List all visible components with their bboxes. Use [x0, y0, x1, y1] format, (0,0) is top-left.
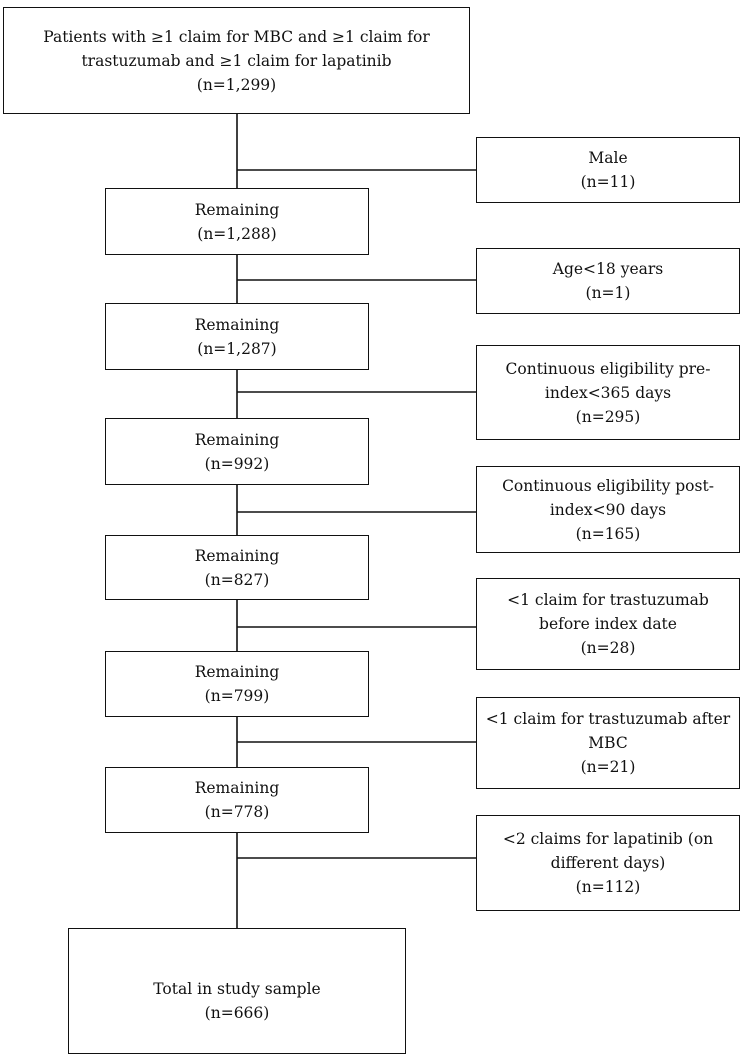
remaining-count: (n=992) [204, 454, 270, 473]
exclusion-line1: <2 claims for lapatinib (on [502, 830, 714, 848]
remaining-count: (n=778) [204, 803, 270, 821]
exclusion-box: Male (n=11) [476, 137, 740, 203]
remaining-count: (n=799) [204, 687, 270, 705]
remaining-count: (n=1,287) [197, 339, 277, 358]
final-sample-label: Total in study sample [153, 980, 321, 998]
final-sample-count: (n=666) [204, 1004, 270, 1022]
remaining-count: (n=827) [204, 570, 270, 589]
exclusion-box: Continuous eligibility pre- index<365 da… [476, 345, 740, 440]
exclusion-line2: index<365 days [544, 383, 672, 402]
exclusion-count: (n=112) [575, 878, 641, 896]
exclusion-box: <1 claim for trastuzumab before index da… [476, 578, 740, 670]
exclusion-line2: index<90 days [549, 500, 667, 519]
remaining-label: Remaining [194, 200, 280, 219]
remaining-label: Remaining [194, 315, 280, 334]
initial-cohort-line1: Patients with ≥1 claim for MBC and ≥1 cl… [43, 27, 430, 46]
exclusion-line2: before index date [539, 615, 677, 633]
exclusion-line1: Male [588, 149, 628, 167]
exclusion-count: (n=1) [585, 284, 631, 302]
remaining-box: Remaining (n=1,287) [105, 303, 369, 370]
initial-cohort-count: (n=1,299) [196, 75, 277, 94]
exclusion-line1: <1 claim for trastuzumab [507, 591, 709, 609]
initial-cohort-box: Patients with ≥1 claim for MBC and ≥1 cl… [3, 7, 470, 114]
exclusion-box: Age<18 years (n=1) [476, 248, 740, 314]
remaining-count: (n=1,288) [197, 224, 277, 243]
exclusion-box: Continuous eligibility post- index<90 da… [476, 466, 740, 553]
exclusion-line1: Continuous eligibility post- [502, 476, 714, 495]
final-sample-box: Total in study sample (n=666) [68, 928, 406, 1054]
initial-cohort-line2: trastuzumab and ≥1 claim for lapatinib [81, 51, 392, 70]
remaining-box: Remaining (n=799) [105, 651, 369, 717]
remaining-box: Remaining (n=992) [105, 418, 369, 485]
remaining-label: Remaining [194, 430, 280, 449]
remaining-box: Remaining (n=1,288) [105, 188, 369, 255]
exclusion-line1: Age<18 years [552, 260, 664, 278]
remaining-box: Remaining (n=778) [105, 767, 369, 833]
remaining-box: Remaining (n=827) [105, 535, 369, 600]
exclusion-line2: MBC [588, 734, 628, 752]
remaining-label: Remaining [194, 546, 280, 565]
exclusion-line1: Continuous eligibility pre- [505, 359, 711, 378]
exclusion-box: <1 claim for trastuzumab after MBC (n=21… [476, 697, 740, 789]
exclusion-count: (n=28) [580, 639, 636, 657]
exclusion-count: (n=21) [580, 758, 636, 776]
remaining-label: Remaining [194, 779, 280, 797]
exclusion-count: (n=165) [575, 524, 641, 543]
exclusion-line1: <1 claim for trastuzumab after [485, 710, 731, 728]
exclusion-box: <2 claims for lapatinib (on different da… [476, 815, 740, 911]
exclusion-count: (n=11) [580, 173, 636, 191]
exclusion-line2: different days) [550, 854, 666, 872]
exclusion-count: (n=295) [575, 407, 641, 426]
remaining-label: Remaining [194, 663, 280, 681]
